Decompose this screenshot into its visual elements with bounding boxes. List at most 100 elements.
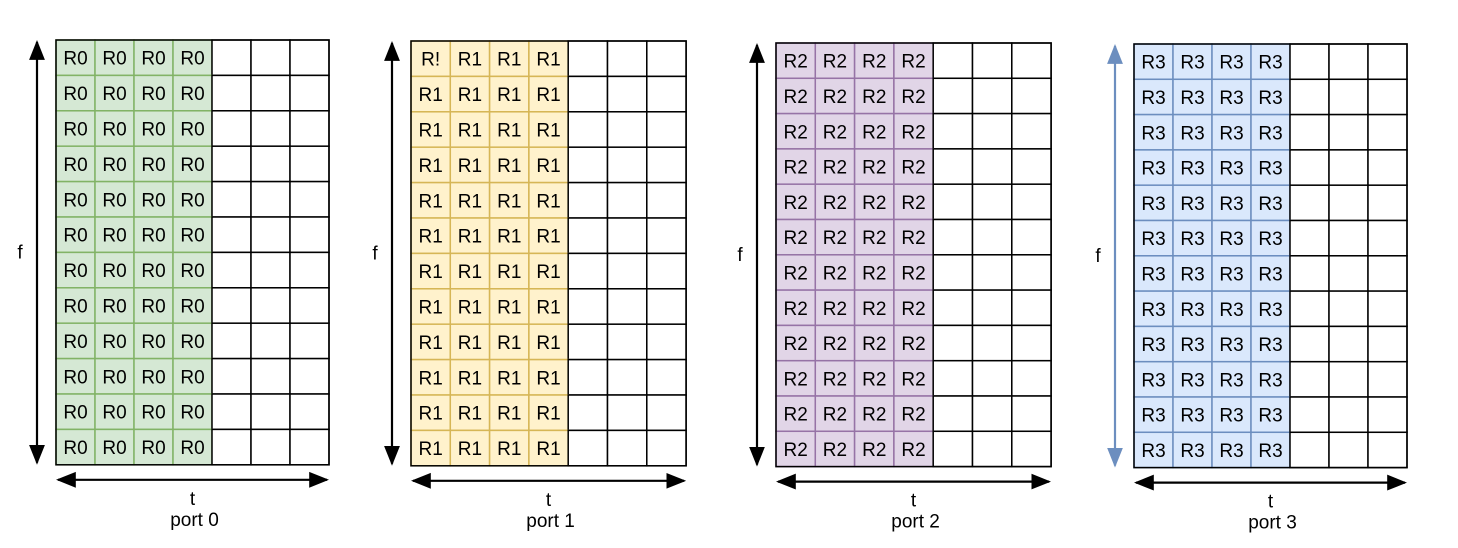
time-axis-label: t [911,491,917,512]
resource-cell-label: R1 [536,227,560,248]
empty-cell [567,75,609,113]
resource-cell-label: R2 [823,228,847,249]
resource-cell [410,358,452,396]
empty-cell [606,358,648,396]
resource-cell-label: R1 [536,368,560,389]
resource-cell-label: R2 [901,87,925,108]
empty-cell [1289,113,1330,151]
empty-cell [250,74,291,112]
resource-cell-label: R0 [102,155,126,176]
resource-cell [172,74,213,112]
resource-cell-label: R3 [1180,441,1204,462]
empty-cell [1328,431,1369,469]
empty-cell [1011,289,1052,327]
resource-cell [528,111,569,148]
resource-cell [488,288,530,325]
empty-cell [1289,431,1330,469]
resource-cell-label: R0 [102,261,126,282]
empty-cell [1289,184,1330,222]
resource-cell-label: R1 [458,368,482,389]
resource-cell-label: R1 [497,156,521,177]
empty-cell [1328,113,1369,151]
resource-cell [814,254,856,291]
resource-cell-label: R2 [862,334,886,355]
resource-cell-label: R0 [180,403,204,424]
empty-cell [289,287,330,324]
resource-cell [1211,255,1252,292]
resource-cell [488,217,530,255]
resource-cell-label: R1 [458,333,482,354]
resource-cell-label: R1 [458,85,482,106]
resource-cell [449,217,491,255]
grid-border [1133,43,1408,469]
resource-cell-label: R2 [784,299,808,320]
resource-cell [1133,113,1174,151]
empty-cell [646,252,687,290]
resource-cell-label: R1 [536,191,560,212]
empty-cell [932,112,974,150]
resource-cell-label: R3 [1219,370,1243,391]
resource-cell-label: R3 [1180,335,1204,356]
resource-cell-label: R2 [823,122,847,143]
resource-cell [1172,325,1213,363]
resource-cell [172,110,213,147]
empty-cell [1328,184,1369,222]
resource-cell [449,75,491,113]
resource-cell [449,394,491,432]
resource-cell-label: R1 [419,85,443,106]
empty-cell [289,216,330,254]
resource-cell-label: R3 [1258,159,1282,180]
empty-cell [1011,254,1052,291]
resource-cell-label: R2 [901,52,925,73]
resource-cell-label: R0 [141,84,165,105]
empty-cell [250,110,291,147]
empty-cell [1367,149,1408,186]
resource-cell-label: R2 [901,369,925,390]
port-caption: port 0 [170,510,219,531]
empty-cell [567,217,609,255]
empty-cell [1289,43,1330,81]
empty-cell [1367,113,1408,151]
resource-cell [410,146,452,184]
resource-cell-label: R1 [497,85,521,106]
empty-cell [646,40,687,78]
empty-cell [971,289,1013,327]
empty-cell [1367,255,1408,292]
resource-cell-label: R1 [497,191,521,212]
resource-cell-label: R0 [180,367,204,388]
resource-cell-label: R3 [1219,229,1243,250]
resource-cell [449,252,491,290]
resource-cell-label: R0 [141,332,165,353]
resource-cell [133,180,174,218]
resource-cell-label: R1 [458,50,482,71]
empty-cell [211,393,252,431]
resource-cell [1250,78,1291,116]
empty-cell [289,357,330,395]
empty-cell [1289,396,1330,434]
empty-cell [211,357,252,395]
resource-cell-label: R1 [497,404,521,425]
resource-cell-label: R0 [180,332,204,353]
resource-cell [1250,43,1291,81]
resource-cell-label: R2 [823,193,847,214]
resource-cell [172,180,213,218]
resource-cell-label: R0 [141,261,165,282]
resource-cell-label: R3 [1258,406,1282,427]
resource-cell [1250,396,1291,434]
resource-cell [488,323,530,361]
resource-cell-label: R3 [1258,194,1282,215]
empty-cell [1289,78,1330,116]
empty-cell [606,75,648,113]
resource-cell-label: R3 [1258,370,1282,391]
resource-cell-label: R2 [901,299,925,320]
empty-cell [250,180,291,218]
empty-cell [606,429,648,467]
resource-cell [410,429,452,467]
empty-cell [1367,396,1408,434]
resource-cell-label: R2 [862,263,886,284]
resource-cell [172,145,213,183]
empty-cell [211,145,252,183]
resource-cell-label: R3 [1258,300,1282,321]
